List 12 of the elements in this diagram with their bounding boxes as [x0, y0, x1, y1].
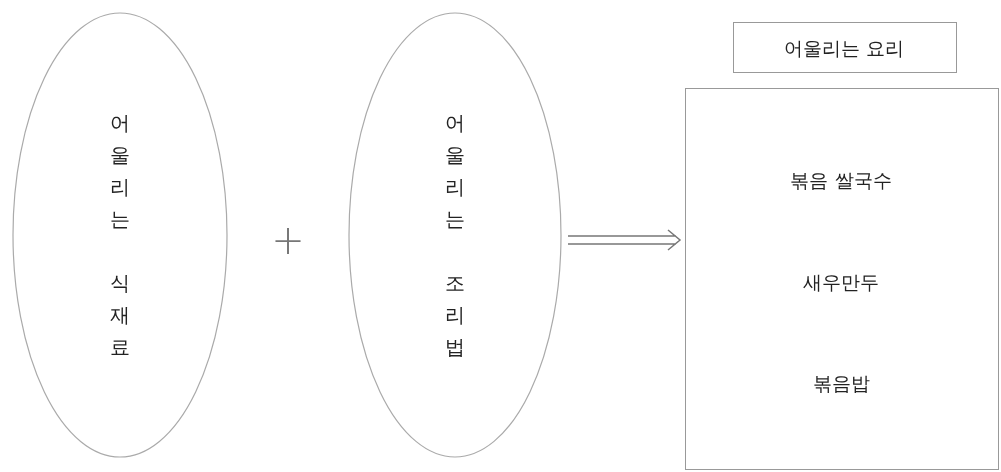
double-arrow — [567, 229, 682, 251]
ellipse-node — [12, 12, 228, 458]
vertical-label: 어울리는 조리법 — [444, 110, 466, 361]
dish-name: 볶음 쌀국수 — [790, 168, 892, 193]
plus-sign: + — [271, 217, 305, 263]
dish-name: 새우만두 — [803, 270, 879, 295]
ellipse-node — [348, 12, 562, 458]
heading-box — [733, 22, 957, 73]
vertical-label: 어울리는 식재료 — [109, 110, 131, 361]
dish-name: 볶음밥 — [812, 371, 870, 396]
dish-list-box — [685, 88, 999, 470]
heading-text: 어울리는 요리 — [784, 35, 904, 61]
